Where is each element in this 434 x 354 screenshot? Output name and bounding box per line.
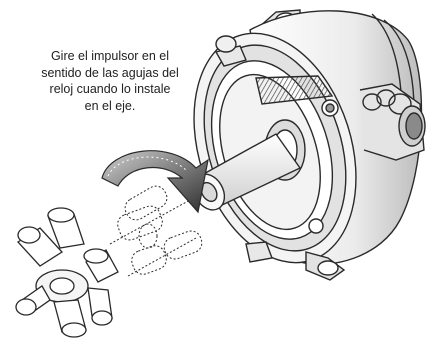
installation-instruction-text: Gire el impulsor en el sentido de las ag… [20,48,200,114]
rubber-impeller [15,207,119,338]
caption-line-3: reloj cuando lo instale [49,82,171,96]
impeller-motion-path [109,185,203,277]
pump-housing [193,9,426,281]
clockwise-arrow-icon [101,150,209,214]
caption-line-1: Gire el impulsor en el [50,49,170,63]
caption-line-2: sentido de las agujas del [41,65,179,80]
caption-line-4: en el eje. [84,98,136,113]
